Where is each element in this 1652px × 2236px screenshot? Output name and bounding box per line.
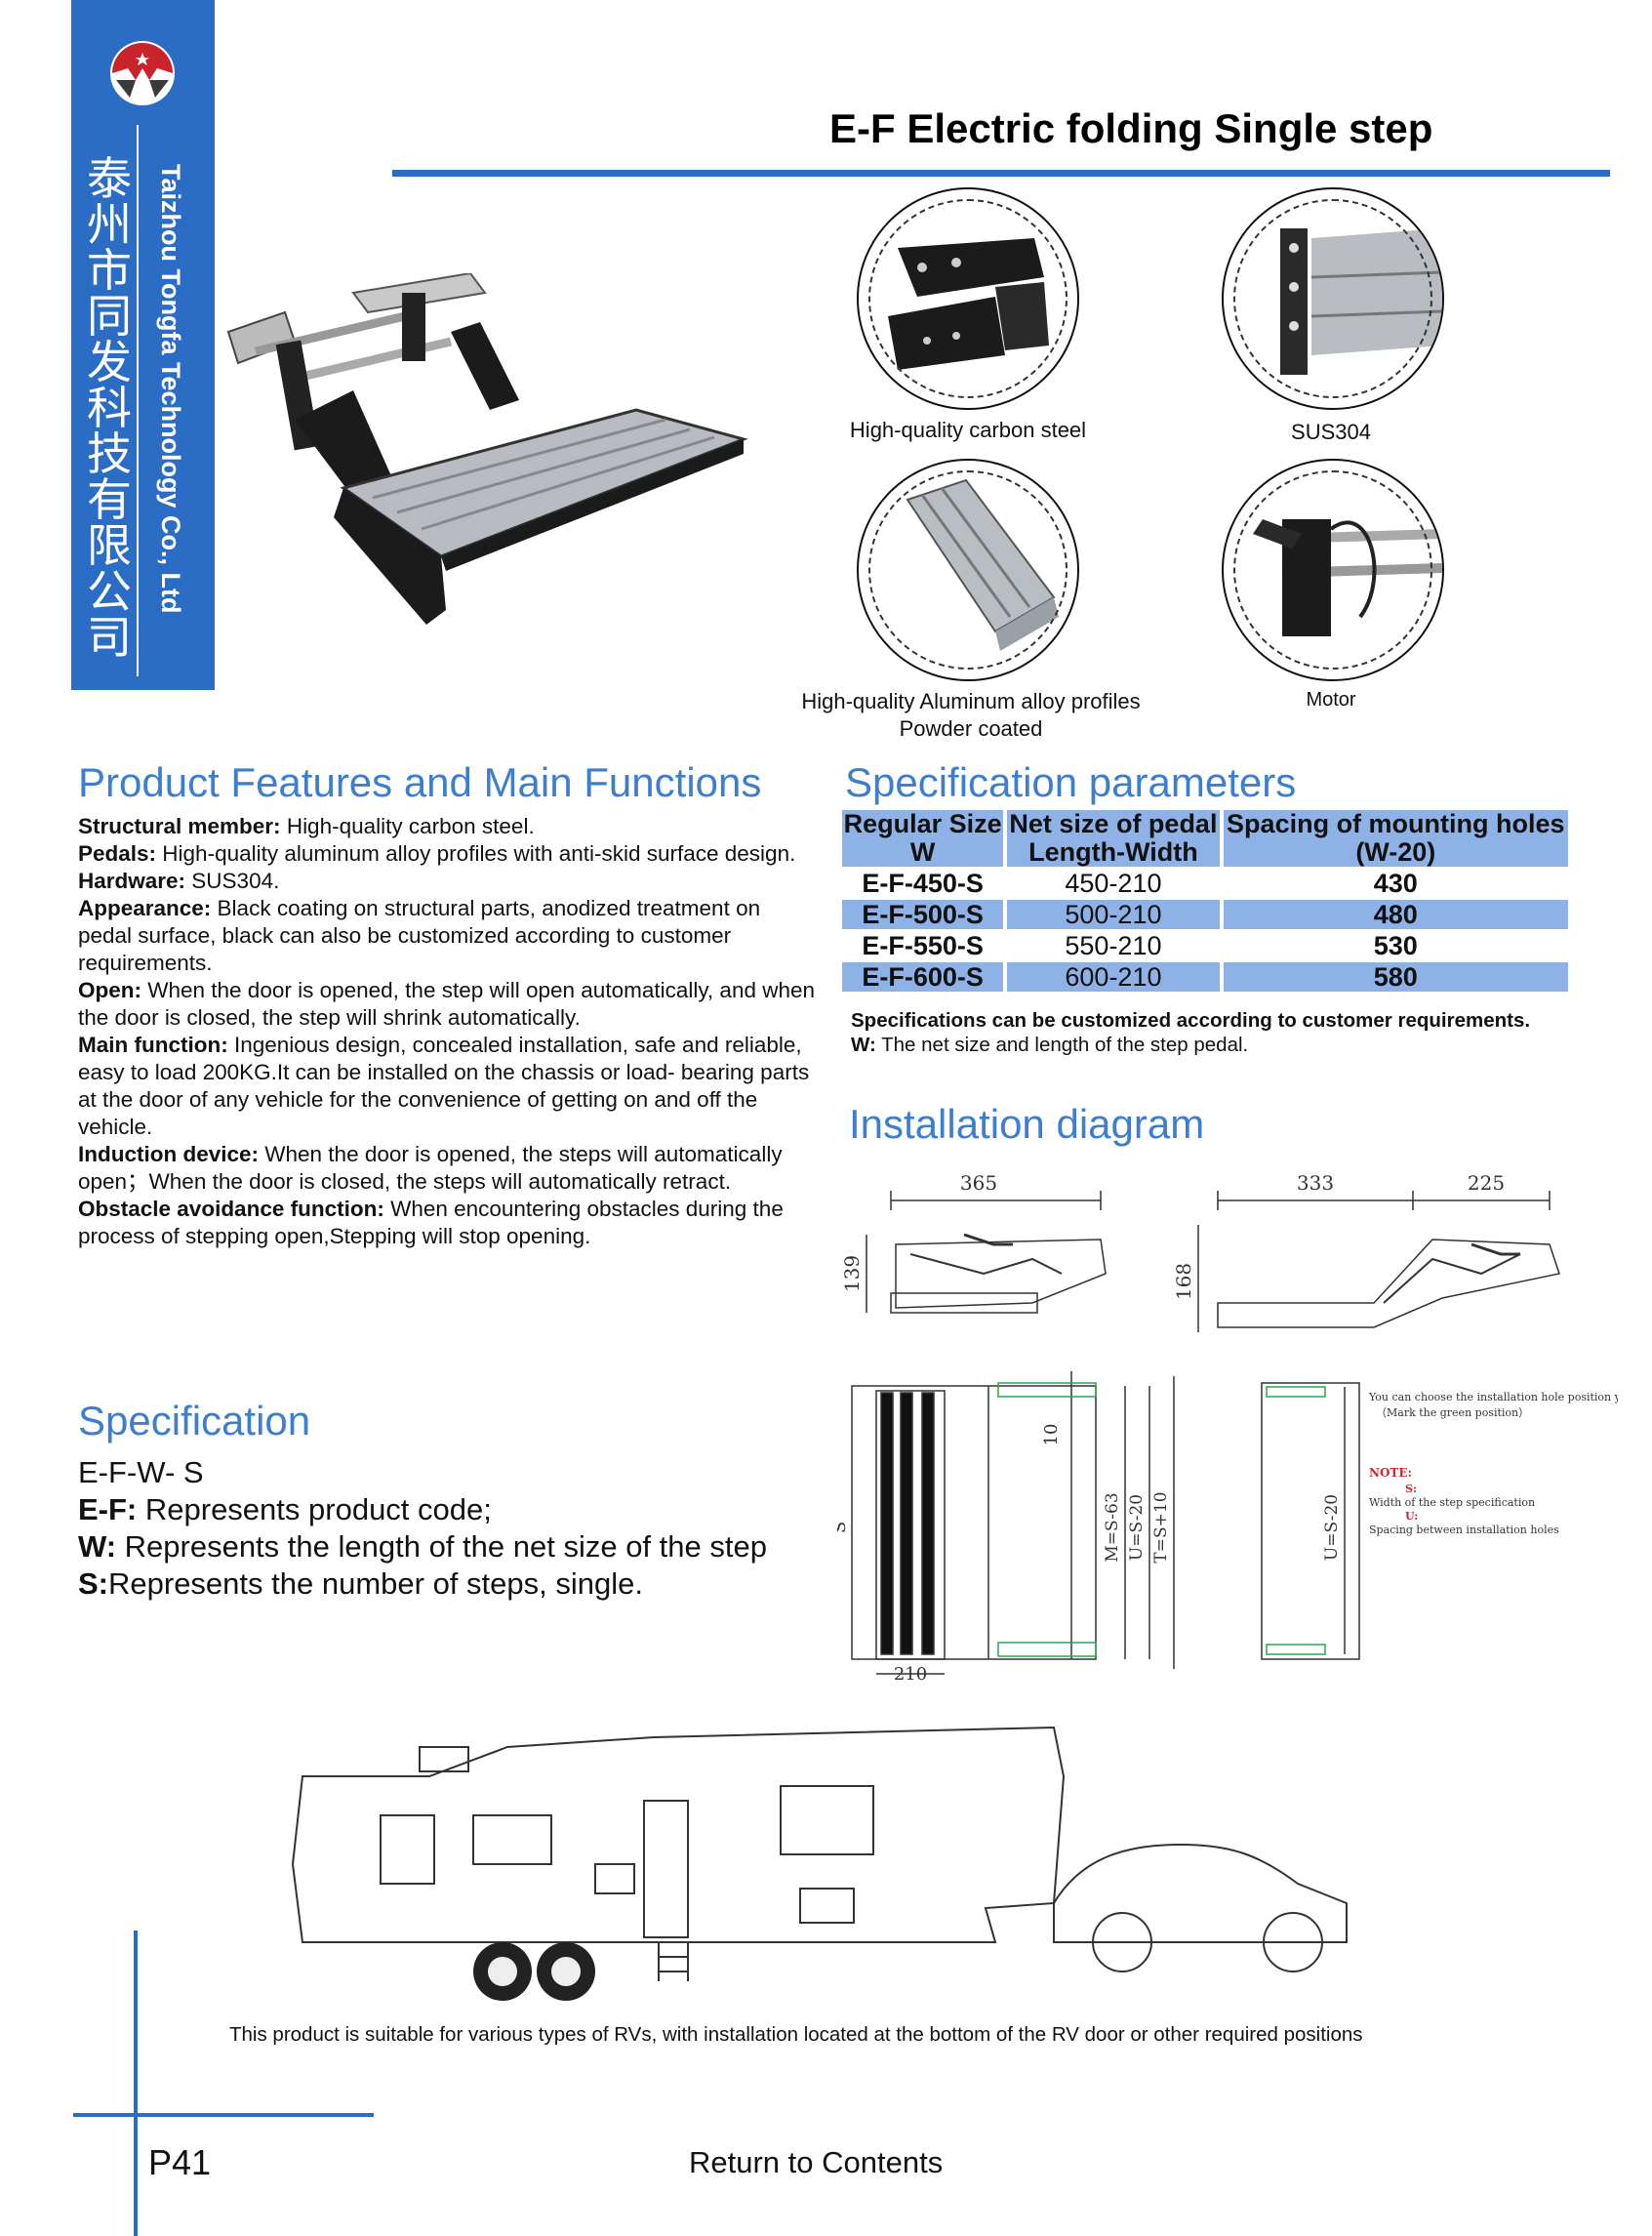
dim-168: 168 <box>1172 1263 1195 1300</box>
footer-horizontal-rule <box>73 2113 374 2117</box>
side-view-opened <box>1197 1191 1560 1332</box>
carbon-steel-detail-circle <box>857 187 1079 410</box>
note-u-label: U: <box>1405 1510 1418 1523</box>
dim-210: 210 <box>894 1664 927 1685</box>
install-heading: Installation diagram <box>849 1101 1205 1147</box>
side-view-folded <box>866 1191 1107 1314</box>
rv-illustration <box>291 1726 1348 2001</box>
feature-item: Hardware: SUS304. <box>78 869 280 893</box>
return-to-contents-link[interactable]: Return to Contents <box>689 2145 944 2179</box>
carbon-steel-caption: High-quality carbon steel <box>849 418 1087 442</box>
spec-line: E-F: Represents product code; <box>78 1492 492 1526</box>
dim-U-plate: U=S-20 <box>1322 1494 1342 1561</box>
sus304-caption: SUS304 <box>1291 420 1371 444</box>
aluminum-caption-line2: Powder coated <box>899 716 1043 741</box>
feature-item: Pedals: High-quality aluminum alloy prof… <box>78 841 796 866</box>
note-s-label: S: <box>1405 1483 1417 1495</box>
note-s-text: Width of the step specification <box>1369 1496 1535 1509</box>
sus304-detail-circle <box>1222 187 1444 410</box>
feature-item: Induction device: When the door is opene… <box>78 1142 783 1194</box>
motor-caption: Motor <box>1306 689 1356 711</box>
spec-notes: Specifications can be customized accordi… <box>851 1008 1592 1057</box>
mounting-plate-view <box>1261 1382 1360 1660</box>
dim-M: M=S-63 <box>1103 1492 1122 1562</box>
col-header-holes: Spacing of mounting holes(W-20) <box>1221 810 1573 868</box>
product-photo <box>226 273 748 625</box>
note-choose: You can choose the installation hole pos… <box>1368 1391 1618 1403</box>
spec-line: W: Represents the length of the net size… <box>78 1529 767 1564</box>
specification-body: E-F-W- S E-F: Represents product code; W… <box>78 1454 839 1603</box>
dim-139: 139 <box>840 1255 864 1292</box>
installation-drawings: 365 139 333 225 168 S 10 210 M=S-63 U=S-… <box>837 1171 1618 1685</box>
title-rule <box>392 170 1610 177</box>
note-title: NOTE: <box>1369 1466 1412 1480</box>
spec-code: E-F-W- S <box>78 1455 204 1489</box>
dim-365: 365 <box>960 1171 997 1195</box>
dim-T: T=S+10 <box>1151 1491 1171 1563</box>
page-number: P41 <box>148 2142 212 2182</box>
spec-line: S:Represents the number of steps, single… <box>78 1566 643 1601</box>
spec-note-custom: Specifications can be customized accordi… <box>851 1009 1531 1032</box>
spec-note-w: W: The net size and length of the step p… <box>851 1034 1249 1056</box>
dim-U: U=S-20 <box>1127 1494 1147 1561</box>
page-title: E-F Electric folding Single step <box>829 105 1433 151</box>
dim-10: 10 <box>1041 1424 1062 1446</box>
aluminum-caption-line1: High-quality Aluminum alloy profiles <box>801 689 1141 713</box>
dim-333: 333 <box>1297 1171 1334 1195</box>
dim-225: 225 <box>1468 1171 1505 1195</box>
feature-item: Open: When the door is opened, the step … <box>78 978 816 1030</box>
dim-S: S <box>837 1522 850 1533</box>
sidebar-divider <box>137 125 139 676</box>
rv-caption: This product is suitable for various typ… <box>229 2023 1363 2046</box>
motor-detail-circle <box>1222 459 1444 681</box>
footer-vertical-rule <box>134 1931 138 2236</box>
spec-params-heading: Specification parameters <box>845 759 1297 805</box>
features-list: Structural member: High-quality carbon s… <box>78 813 820 1250</box>
feature-item: Main function: Ingenious design, conceal… <box>78 1033 810 1139</box>
company-name-en: Taizhou Tongfa Technology Co., Ltd <box>156 164 185 614</box>
note-u-text: Spacing between installation holes <box>1369 1524 1559 1536</box>
company-name-cn: 泰州市同发科技有限公司 <box>87 152 132 664</box>
top-view <box>851 1371 1175 1675</box>
company-logo <box>110 41 175 105</box>
feature-item: Obstacle avoidance function: When encoun… <box>78 1197 784 1248</box>
aluminum-detail-circle <box>857 459 1079 681</box>
feature-item: Appearance: Black coating on structural … <box>78 896 761 975</box>
feature-item: Structural member: High-quality carbon s… <box>78 814 535 838</box>
specification-heading: Specification <box>78 1398 311 1443</box>
features-heading: Product Features and Main Functions <box>78 759 762 805</box>
company-sidebar <box>71 0 215 690</box>
note-mark: （Mark the green position） <box>1376 1406 1529 1419</box>
